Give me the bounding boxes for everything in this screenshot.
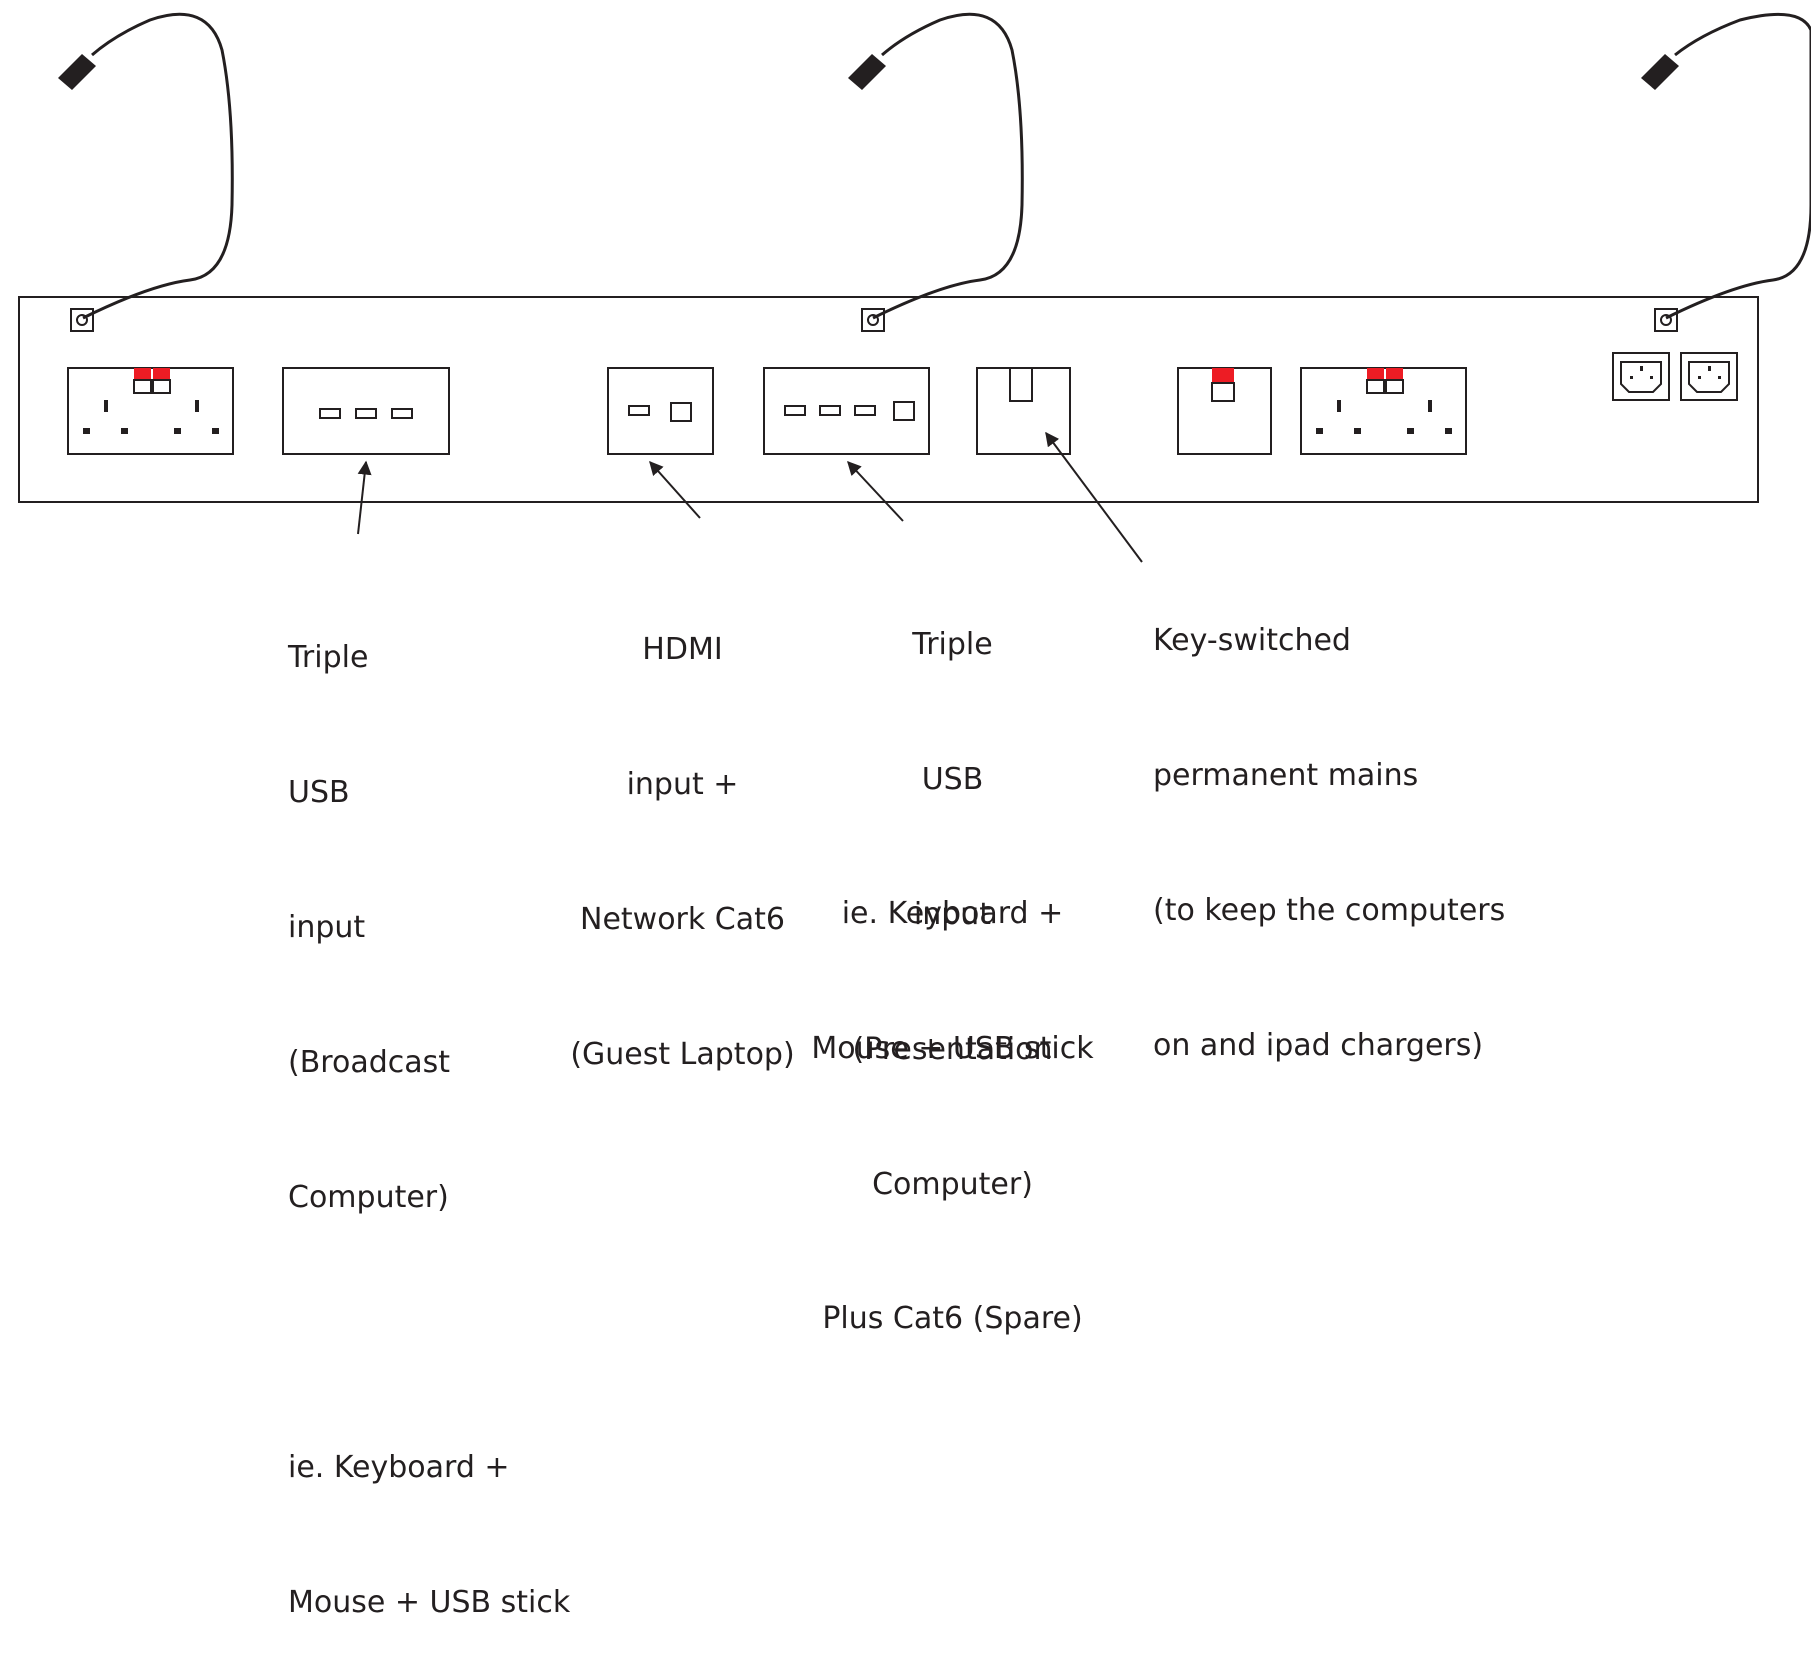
hdmi-port-icon (628, 405, 650, 416)
key-switch-icon (1009, 367, 1033, 402)
arrow-usb-presentation (847, 460, 904, 522)
panel-outline (18, 296, 1759, 503)
label-usb-presentation-note: ie. Keyboard + Mouse + USB stick Plus Ca… (811, 896, 1094, 1336)
label-hdmi-guest: HDMI input + Network Cat6 (Guest Laptop) (570, 632, 795, 1072)
label-key-switched: Key-switched permanent mains (to keep th… (1153, 623, 1506, 1063)
lamp-head-icon (1641, 54, 1679, 90)
lamp-head-icon (848, 54, 886, 90)
label-usb-broadcast: Triple USB input (Broadcast Computer) ie… (288, 640, 571, 1620)
arrow-usb-broadcast (357, 460, 372, 535)
usb-port-icon (819, 405, 841, 416)
usb-port-icon (355, 408, 377, 419)
gooseneck-lamp-right (1641, 12, 1811, 332)
usb-panel-presentation (763, 367, 930, 455)
usb-port-icon (784, 405, 806, 416)
double-socket-right (1300, 367, 1467, 455)
double-socket-left (67, 367, 234, 455)
iec-connector-left (1612, 352, 1670, 401)
single-switch-panel (1177, 367, 1272, 455)
usb-panel-broadcast (282, 367, 450, 455)
iec-connector-right (1680, 352, 1738, 401)
network-port-icon (893, 401, 915, 421)
gooseneck-lamp-center (848, 12, 1024, 332)
network-port-icon (670, 402, 692, 422)
usb-port-icon (854, 405, 876, 416)
hdmi-network-panel (607, 367, 714, 455)
gooseneck-lamp-left (58, 12, 234, 332)
arrow-hdmi-network (649, 460, 701, 519)
usb-port-icon (391, 408, 413, 419)
arrow-key-switch (1045, 431, 1143, 563)
lamp-head-icon (58, 54, 96, 90)
usb-port-icon (319, 408, 341, 419)
key-switch-panel (976, 367, 1071, 455)
